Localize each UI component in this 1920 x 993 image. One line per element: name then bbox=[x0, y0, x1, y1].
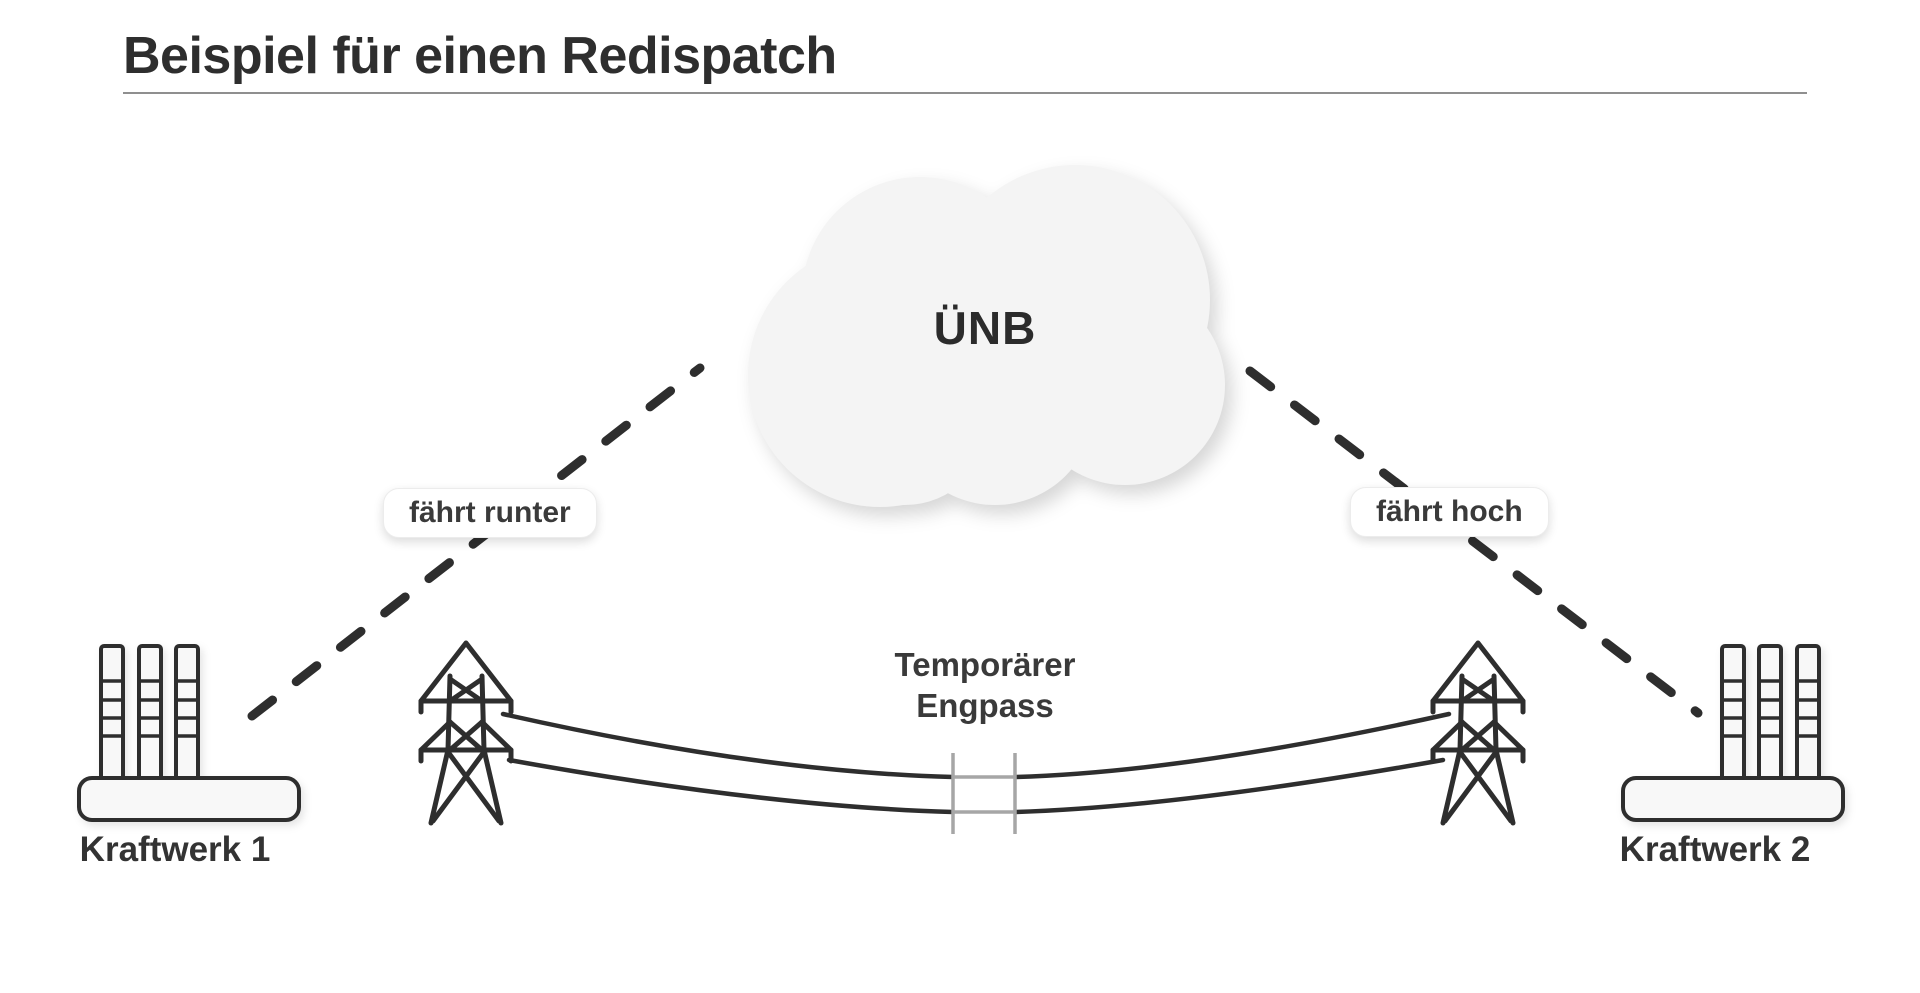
page-title: Beispiel für einen Redispatch bbox=[123, 27, 837, 85]
bottleneck-label-line1: Temporärer bbox=[894, 646, 1076, 683]
pylon-right-icon bbox=[1433, 643, 1523, 823]
action-badge-ramp-up-label: fährt hoch bbox=[1376, 495, 1523, 528]
bottleneck-marker bbox=[951, 753, 1017, 834]
tso-cloud-label: ÜNB bbox=[933, 302, 1037, 354]
plant-right-label: Kraftwerk 2 bbox=[1619, 830, 1811, 869]
power-line-right bbox=[1012, 711, 1452, 815]
dashed-connector-left bbox=[247, 363, 705, 721]
power-line-left bbox=[500, 711, 956, 815]
action-badge-ramp-up: fährt hoch bbox=[1350, 487, 1549, 537]
action-badge-ramp-down: fährt runter bbox=[383, 488, 597, 538]
title-divider bbox=[123, 92, 1807, 94]
pylon-left-icon bbox=[421, 643, 511, 823]
bottleneck-label-line2: Engpass bbox=[916, 687, 1054, 724]
action-badge-ramp-down-label: fährt runter bbox=[409, 496, 571, 529]
power-plant-right-icon bbox=[1621, 644, 1845, 822]
dashed-connector-right bbox=[1245, 366, 1703, 718]
bottleneck-label: Temporärer Engpass bbox=[860, 644, 1110, 726]
plant-left-label: Kraftwerk 1 bbox=[79, 830, 271, 869]
power-plant-left-icon bbox=[77, 644, 301, 822]
cloud-icon bbox=[748, 165, 1225, 507]
